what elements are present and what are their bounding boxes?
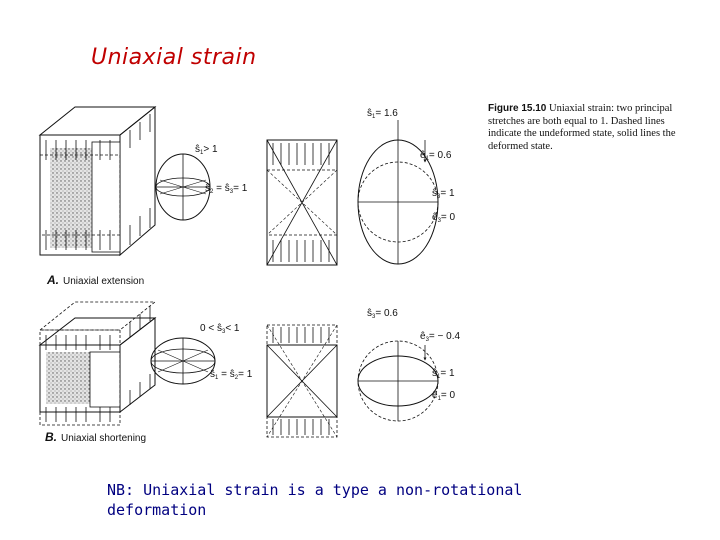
panel-b-e3-value: ê3= − 0.4 xyxy=(420,331,460,343)
panel-a-extension: ŝ1> 1 ŝ2 = ŝ3= 1 xyxy=(38,105,456,287)
panel-a-s1-value: ŝ1= 1.6 xyxy=(367,108,398,120)
ellipsoid-b-s1s2-label: ŝ1 = ŝ2= 1 xyxy=(210,369,253,381)
slide-note: NB: Uniaxial strain is a type a non-rota… xyxy=(107,481,523,519)
panel-a-strain-ellipse: ŝ1= 1.6 ê1= 0.6 ŝ3= 1 ê3= 0 xyxy=(357,108,456,265)
panel-b-strain-ellipsoid: 0 < ŝ3< 1 ŝ1 = ŝ2= 1 xyxy=(150,323,253,385)
panel-b-strained-square xyxy=(266,324,338,438)
panel-a-s3-value: ŝ3= 1 xyxy=(432,188,455,200)
panel-a-e3-value: ê3= 0 xyxy=(432,212,456,224)
slide-title: Uniaxial strain xyxy=(91,45,257,70)
panel-b-strain-ellipse: ŝ3= 0.6 ê3= − 0.4 ŝ1= 1 ê1= 0 xyxy=(357,308,460,422)
panel-b-block xyxy=(38,301,157,426)
panel-a-label: Uniaxial extension xyxy=(63,276,144,287)
panel-b-shortening: 0 < ŝ3< 1 ŝ1 = ŝ2= 1 xyxy=(38,301,460,444)
figure-caption-text: Uniaxial strain: two principal stretches… xyxy=(488,103,676,152)
panel-b-letter: B. xyxy=(45,430,57,444)
ellipsoid-b-range-label: 0 < ŝ3< 1 xyxy=(200,323,240,335)
panel-b-e1-value: ê1= 0 xyxy=(432,390,456,402)
panel-a-strained-square xyxy=(266,139,338,266)
panel-b-s1-value: ŝ1= 1 xyxy=(432,368,455,380)
panel-b-s3-value: ŝ3= 0.6 xyxy=(367,308,398,320)
ellipsoid-a-s1-label: ŝ1> 1 xyxy=(195,144,218,156)
panel-a-block xyxy=(38,105,157,257)
panel-b-label: Uniaxial shortening xyxy=(61,433,146,444)
figure-caption: Figure 15.10 Uniaxial strain: two princi… xyxy=(488,103,688,153)
panel-a-e1-value: ê1= 0.6 xyxy=(420,150,452,162)
ellipsoid-a-s2s3-label: ŝ2 = ŝ3= 1 xyxy=(205,183,248,195)
panel-a-strain-ellipsoid: ŝ1> 1 ŝ2 = ŝ3= 1 xyxy=(155,144,248,221)
panel-a-letter: A. xyxy=(46,273,59,287)
figure-caption-label: Figure 15.10 xyxy=(488,103,547,114)
